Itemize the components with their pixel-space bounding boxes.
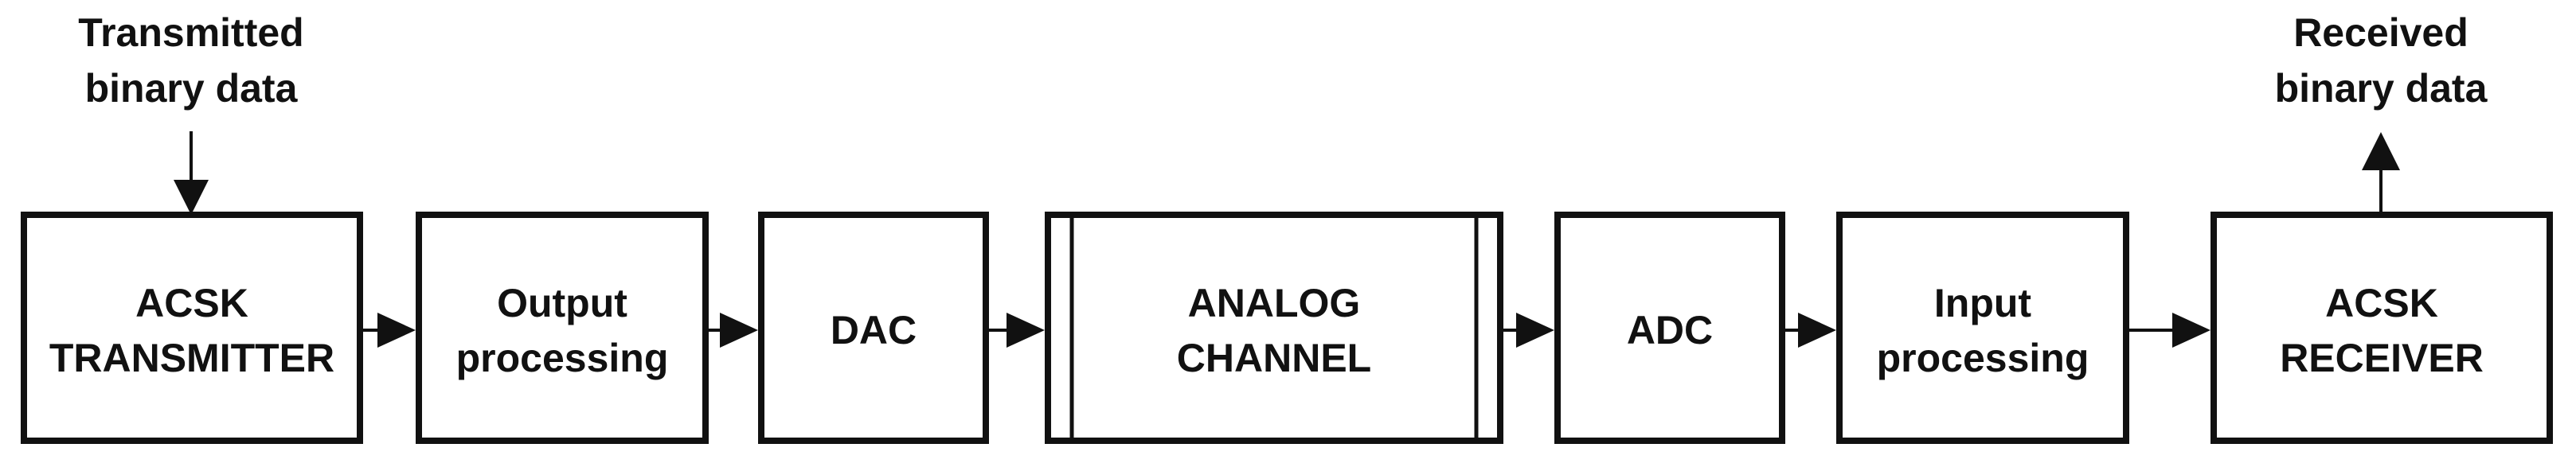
arrow-transmitter-to-output-processing (360, 313, 416, 348)
acsk-receiver-line1: ACSK (2325, 281, 2438, 325)
acsk-receiver-line2: RECEIVER (2280, 336, 2484, 380)
arrow-input-processing-to-receiver (2126, 313, 2211, 348)
adc-label: ADC (1627, 308, 1713, 352)
dac-label: DAC (831, 308, 917, 352)
output-arrow (2362, 132, 2400, 215)
analog-channel-block: ANALOG CHANNEL (1045, 212, 1503, 444)
acsk-transmitter-line2: TRANSMITTER (49, 336, 334, 380)
arrow-output-processing-to-dac (706, 313, 758, 348)
acsk-transmitter-line1: ACSK (135, 281, 248, 325)
acsk-receiver-block: ACSK RECEIVER (2211, 212, 2553, 444)
output-label-line1: Received (2293, 10, 2469, 55)
input-processing-line1: Input (1934, 281, 2032, 325)
input-label: Transmitted binary data (78, 10, 303, 111)
analog-channel-line2: CHANNEL (1177, 336, 1371, 380)
output-label: Received binary data (2275, 10, 2488, 111)
input-processing-line2: processing (1877, 336, 2089, 380)
analog-channel-line1: ANALOG (1188, 281, 1361, 325)
adc-block: ADC (1554, 212, 1785, 444)
input-processing-block: Input processing (1836, 212, 2129, 444)
output-label-line2: binary data (2275, 66, 2488, 111)
output-processing-block: Output processing (416, 212, 709, 444)
input-label-line1: Transmitted (78, 10, 303, 55)
dac-block: DAC (758, 212, 989, 444)
arrow-adc-to-input-processing (1782, 313, 1836, 348)
input-arrow (174, 131, 209, 215)
input-label-line2: binary data (85, 66, 299, 111)
output-processing-line2: processing (456, 336, 669, 380)
arrow-analog-channel-to-adc (1500, 313, 1554, 348)
output-processing-line1: Output (497, 281, 627, 325)
acsk-transmitter-block: ACSK TRANSMITTER (21, 212, 363, 444)
arrow-dac-to-analog-channel (986, 313, 1045, 348)
